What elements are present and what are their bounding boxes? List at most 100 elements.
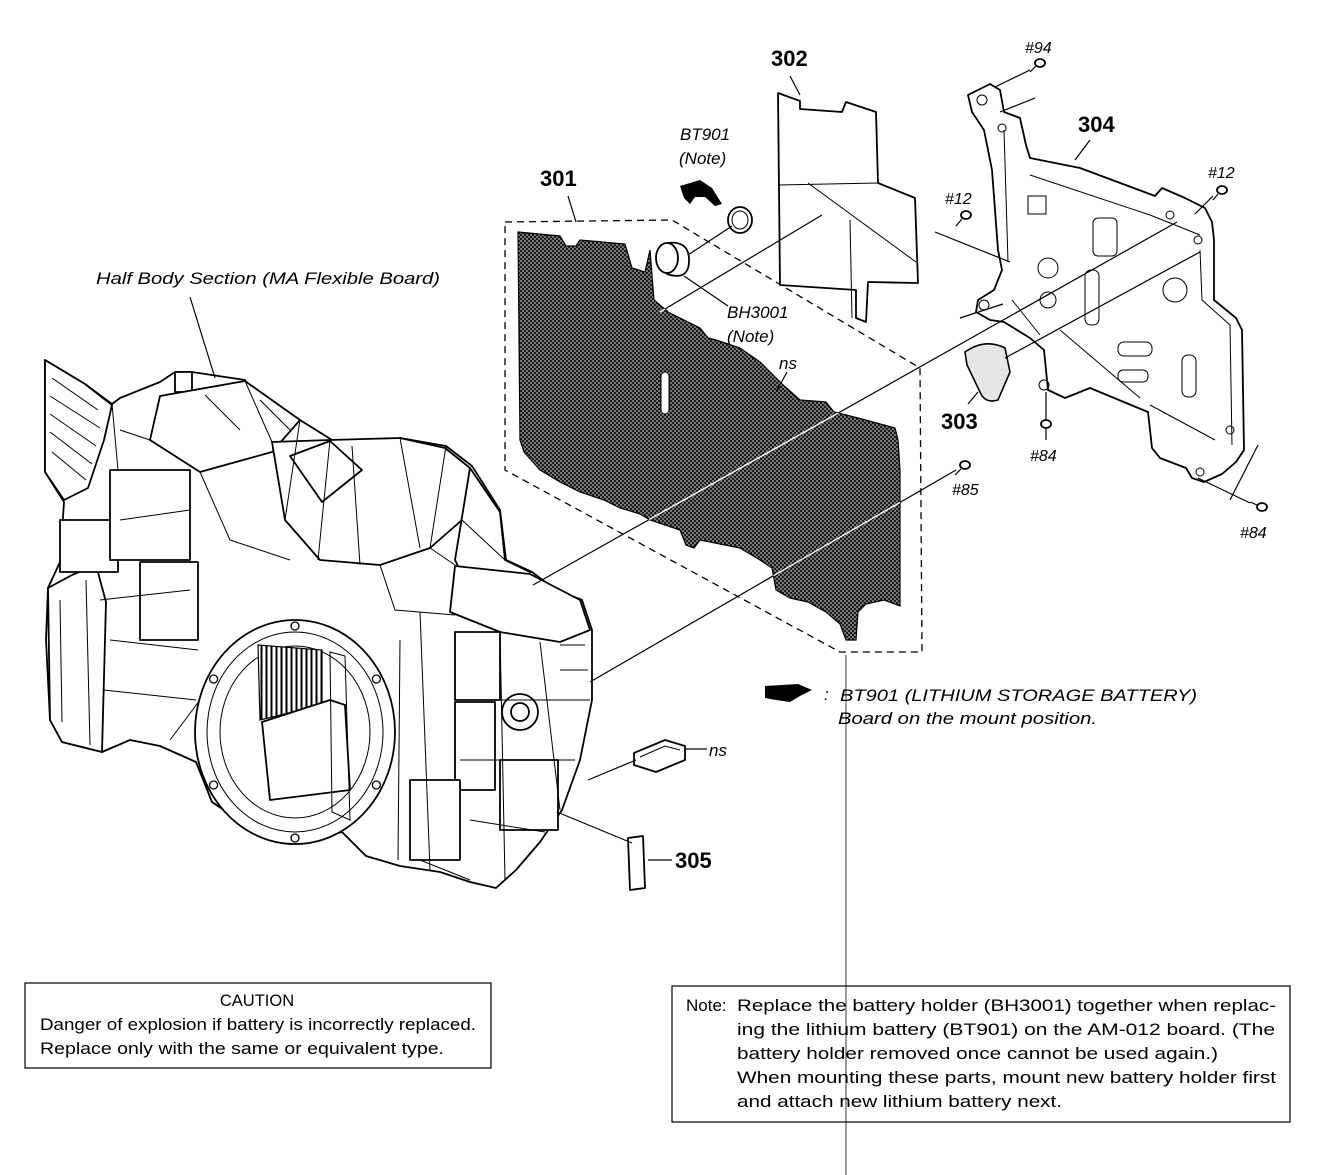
label-bh3001: BH3001 [727,303,788,322]
pointing-hand-icon [765,684,812,702]
bottom-right-bracket [409,779,461,861]
label-half-body-section: Half Body Section (MA Flexible Board) [96,269,440,288]
part-label-304: 304 [1078,112,1115,137]
legend-line-1: BT901 (LITHIUM STORAGE BATTERY) [840,686,1197,705]
screw-head [1216,185,1228,195]
note-prefix: Note: [686,996,727,1015]
screw-84-right [1249,501,1268,512]
label-ns-board: ns [779,354,797,373]
screw-head [959,460,971,470]
screw-12-right [1212,185,1228,201]
note-line: ing the lithium battery (BT901) on the A… [737,1020,1275,1039]
bracket-square-hole [1027,195,1047,215]
mount-screw [371,780,382,790]
screw-head [1256,502,1268,512]
bracket-screw-hole [1193,235,1203,245]
bracket-screw-hole [1195,467,1205,477]
caution-line-2: Replace only with the same or equivalent… [40,1040,444,1058]
flag-hatch-lines [49,377,101,481]
camera-half-body [44,359,593,889]
mount-screw [208,674,219,684]
bracket-screw-hole [997,123,1007,133]
board-slot [660,371,670,415]
mechanism-detail-lines [99,380,590,881]
screw-label-84-bottom: #84 [1030,448,1057,465]
screw-label-12-right: #12 [1208,165,1235,182]
mount-screws [208,621,382,843]
grip [47,564,107,753]
bracket-slot-right [1181,354,1197,398]
right-frame-panel [454,631,501,701]
screw-label-84-right: #84 [1240,525,1267,542]
label-bt901-note: (Note) [679,149,726,168]
side-frame-block [449,565,591,643]
label-ns-small-part: ns [709,741,727,760]
mount-screw [371,674,382,684]
note-line: and attach new lithium battery next. [737,1092,1062,1111]
caution-line-1: Danger of explosion if battery is incorr… [40,1016,476,1034]
sheet-302-fold-lines [777,182,917,319]
lens-mount-inner-ring [219,645,371,819]
part-label-305: 305 [675,848,712,873]
screw-85 [954,460,971,476]
part-303-cushion [964,343,1011,402]
screw-shaft [1249,501,1258,506]
legend-separator: : [824,685,829,704]
bracket-304 [967,83,1245,483]
dial-gear-hub [510,702,530,722]
leader-lines [189,69,1259,861]
screw-shaft [1212,193,1219,201]
grip-top-block [59,519,119,573]
label-bt901: BT901 [680,125,730,144]
screw-head [1040,419,1052,429]
note-line: When mounting these parts, mount new bat… [737,1068,1276,1087]
flexible-board-flag [44,359,113,501]
screw-label-12-left: #12 [945,191,972,208]
part-label-302: 302 [771,46,808,71]
note-line: battery holder removed once cannot be us… [737,1044,1218,1063]
bracket-screw-hole [1165,210,1175,220]
bracket-hole [1037,257,1059,279]
lens-mount-bayonet-ring [206,631,384,833]
bracket-screw-hole [1225,425,1235,435]
caution-title: CAUTION [220,992,294,1010]
bracket-304-ribs [1003,129,1233,446]
ns-small-part-edge [639,745,681,758]
label-bh3001-note: (Note) [727,327,774,346]
bracket-hole-large [1162,277,1188,303]
bracket-304-plate [967,83,1245,483]
mirror-box-side [329,651,351,821]
mount-screw [208,780,219,790]
part-label-301: 301 [540,166,577,191]
board-301-dashed-outline [504,219,923,653]
pointing-hand-icon [680,180,722,206]
note-line: Replace the battery holder (BH3001) toge… [737,996,1276,1015]
hot-shoe-block [289,440,363,503]
grip-contour [59,579,91,746]
part-label-303: 303 [941,409,978,434]
bt901-battery-face [731,210,749,230]
note-box-border [671,985,1291,1123]
insulating-sheet-302 [777,92,919,323]
left-lower-block [139,561,199,641]
caution-box: CAUTION Danger of explosion if battery i… [24,982,492,1069]
bracket-slot-horizontal [1117,341,1153,357]
am-012-board [517,231,901,641]
strap-eyelet [174,371,193,393]
bracket-screw-hole [976,94,988,106]
left-frame-block [109,469,191,561]
screw-shaft [1029,65,1037,73]
mount-screw [290,833,300,843]
mount-screw [290,621,300,631]
bracket-screw-hole [1038,379,1050,391]
right-lower-panel [454,701,496,791]
caution-box-border [24,982,492,1069]
screw-shaft [955,218,963,227]
bracket-hole [1039,291,1057,309]
battery-legend: : BT901 (LITHIUM STORAGE BATTERY) Board … [765,684,1197,728]
screw-label-85: #85 [952,482,979,499]
bracket-slot-upper [1092,217,1118,257]
screw-shaft [954,468,962,476]
screw-12-left [955,210,972,227]
